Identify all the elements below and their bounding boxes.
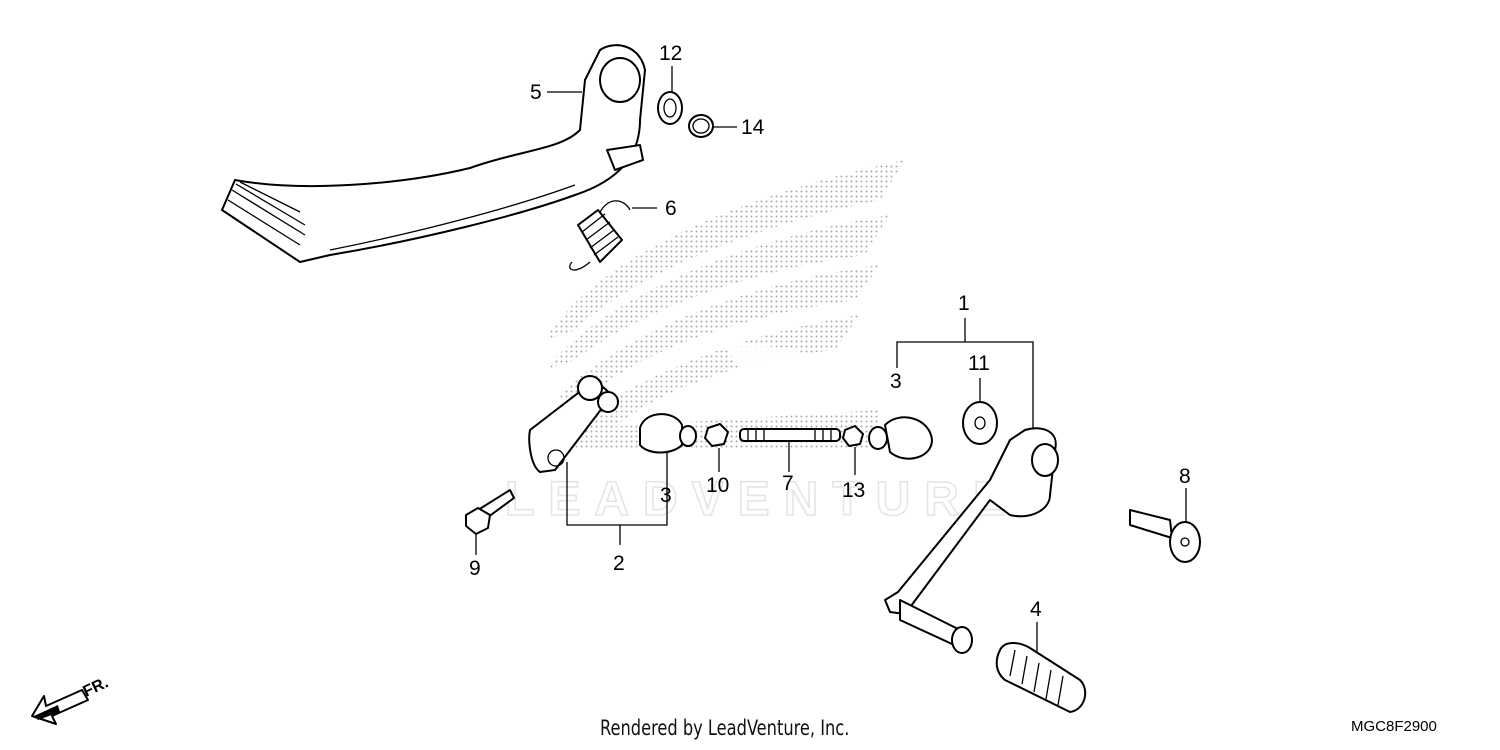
callout-7: 7 xyxy=(782,472,794,495)
pedal-arm-part-5 xyxy=(221,44,646,263)
callout-10: 10 xyxy=(706,474,729,497)
callout-6: 6 xyxy=(665,197,677,220)
callout-labels: 1 2 3 3 4 5 6 7 8 9 10 11 12 13 14 xyxy=(469,42,1191,621)
callout-1: 1 xyxy=(958,292,970,315)
shift-joint-arm-part-2 xyxy=(528,375,619,473)
ball-joint-part-3-left xyxy=(639,413,697,454)
threaded-rod-part-7 xyxy=(739,428,841,442)
return-spring-part-6 xyxy=(569,200,631,271)
ball-joint-part-3-right xyxy=(868,416,933,460)
callout-11: 11 xyxy=(968,352,990,375)
callout-12: 12 xyxy=(659,42,682,65)
callout-3-right: 3 xyxy=(890,370,902,393)
front-direction-label: FR. xyxy=(81,674,112,700)
callout-9: 9 xyxy=(469,557,481,580)
rendered-by-credit: Rendered by LeadVenture, Inc. xyxy=(600,716,850,740)
callout-13: 13 xyxy=(842,479,865,502)
step-bolt-part-8 xyxy=(1129,509,1201,563)
washer-part-12 xyxy=(657,91,683,125)
shift-pedal-part-1 xyxy=(884,427,1059,654)
callout-14: 14 xyxy=(741,116,765,139)
bolt-part-9 xyxy=(465,489,515,535)
diagram-code: MGC8F2900 xyxy=(1351,718,1437,735)
callout-3-left: 3 xyxy=(660,484,672,507)
washer-part-11 xyxy=(962,401,998,445)
front-direction-arrow-icon: FR. xyxy=(31,674,112,725)
watermark-text: LEADVENTURE xyxy=(505,473,1019,526)
callout-2: 2 xyxy=(613,552,625,575)
locknut-part-13 xyxy=(842,425,864,447)
leader-lines xyxy=(475,66,1187,652)
callout-5: 5 xyxy=(530,81,542,104)
nut-part-10 xyxy=(704,423,729,447)
callout-8: 8 xyxy=(1179,465,1191,488)
callout-4: 4 xyxy=(1030,598,1042,621)
rubber-peg-part-4 xyxy=(995,642,1087,713)
